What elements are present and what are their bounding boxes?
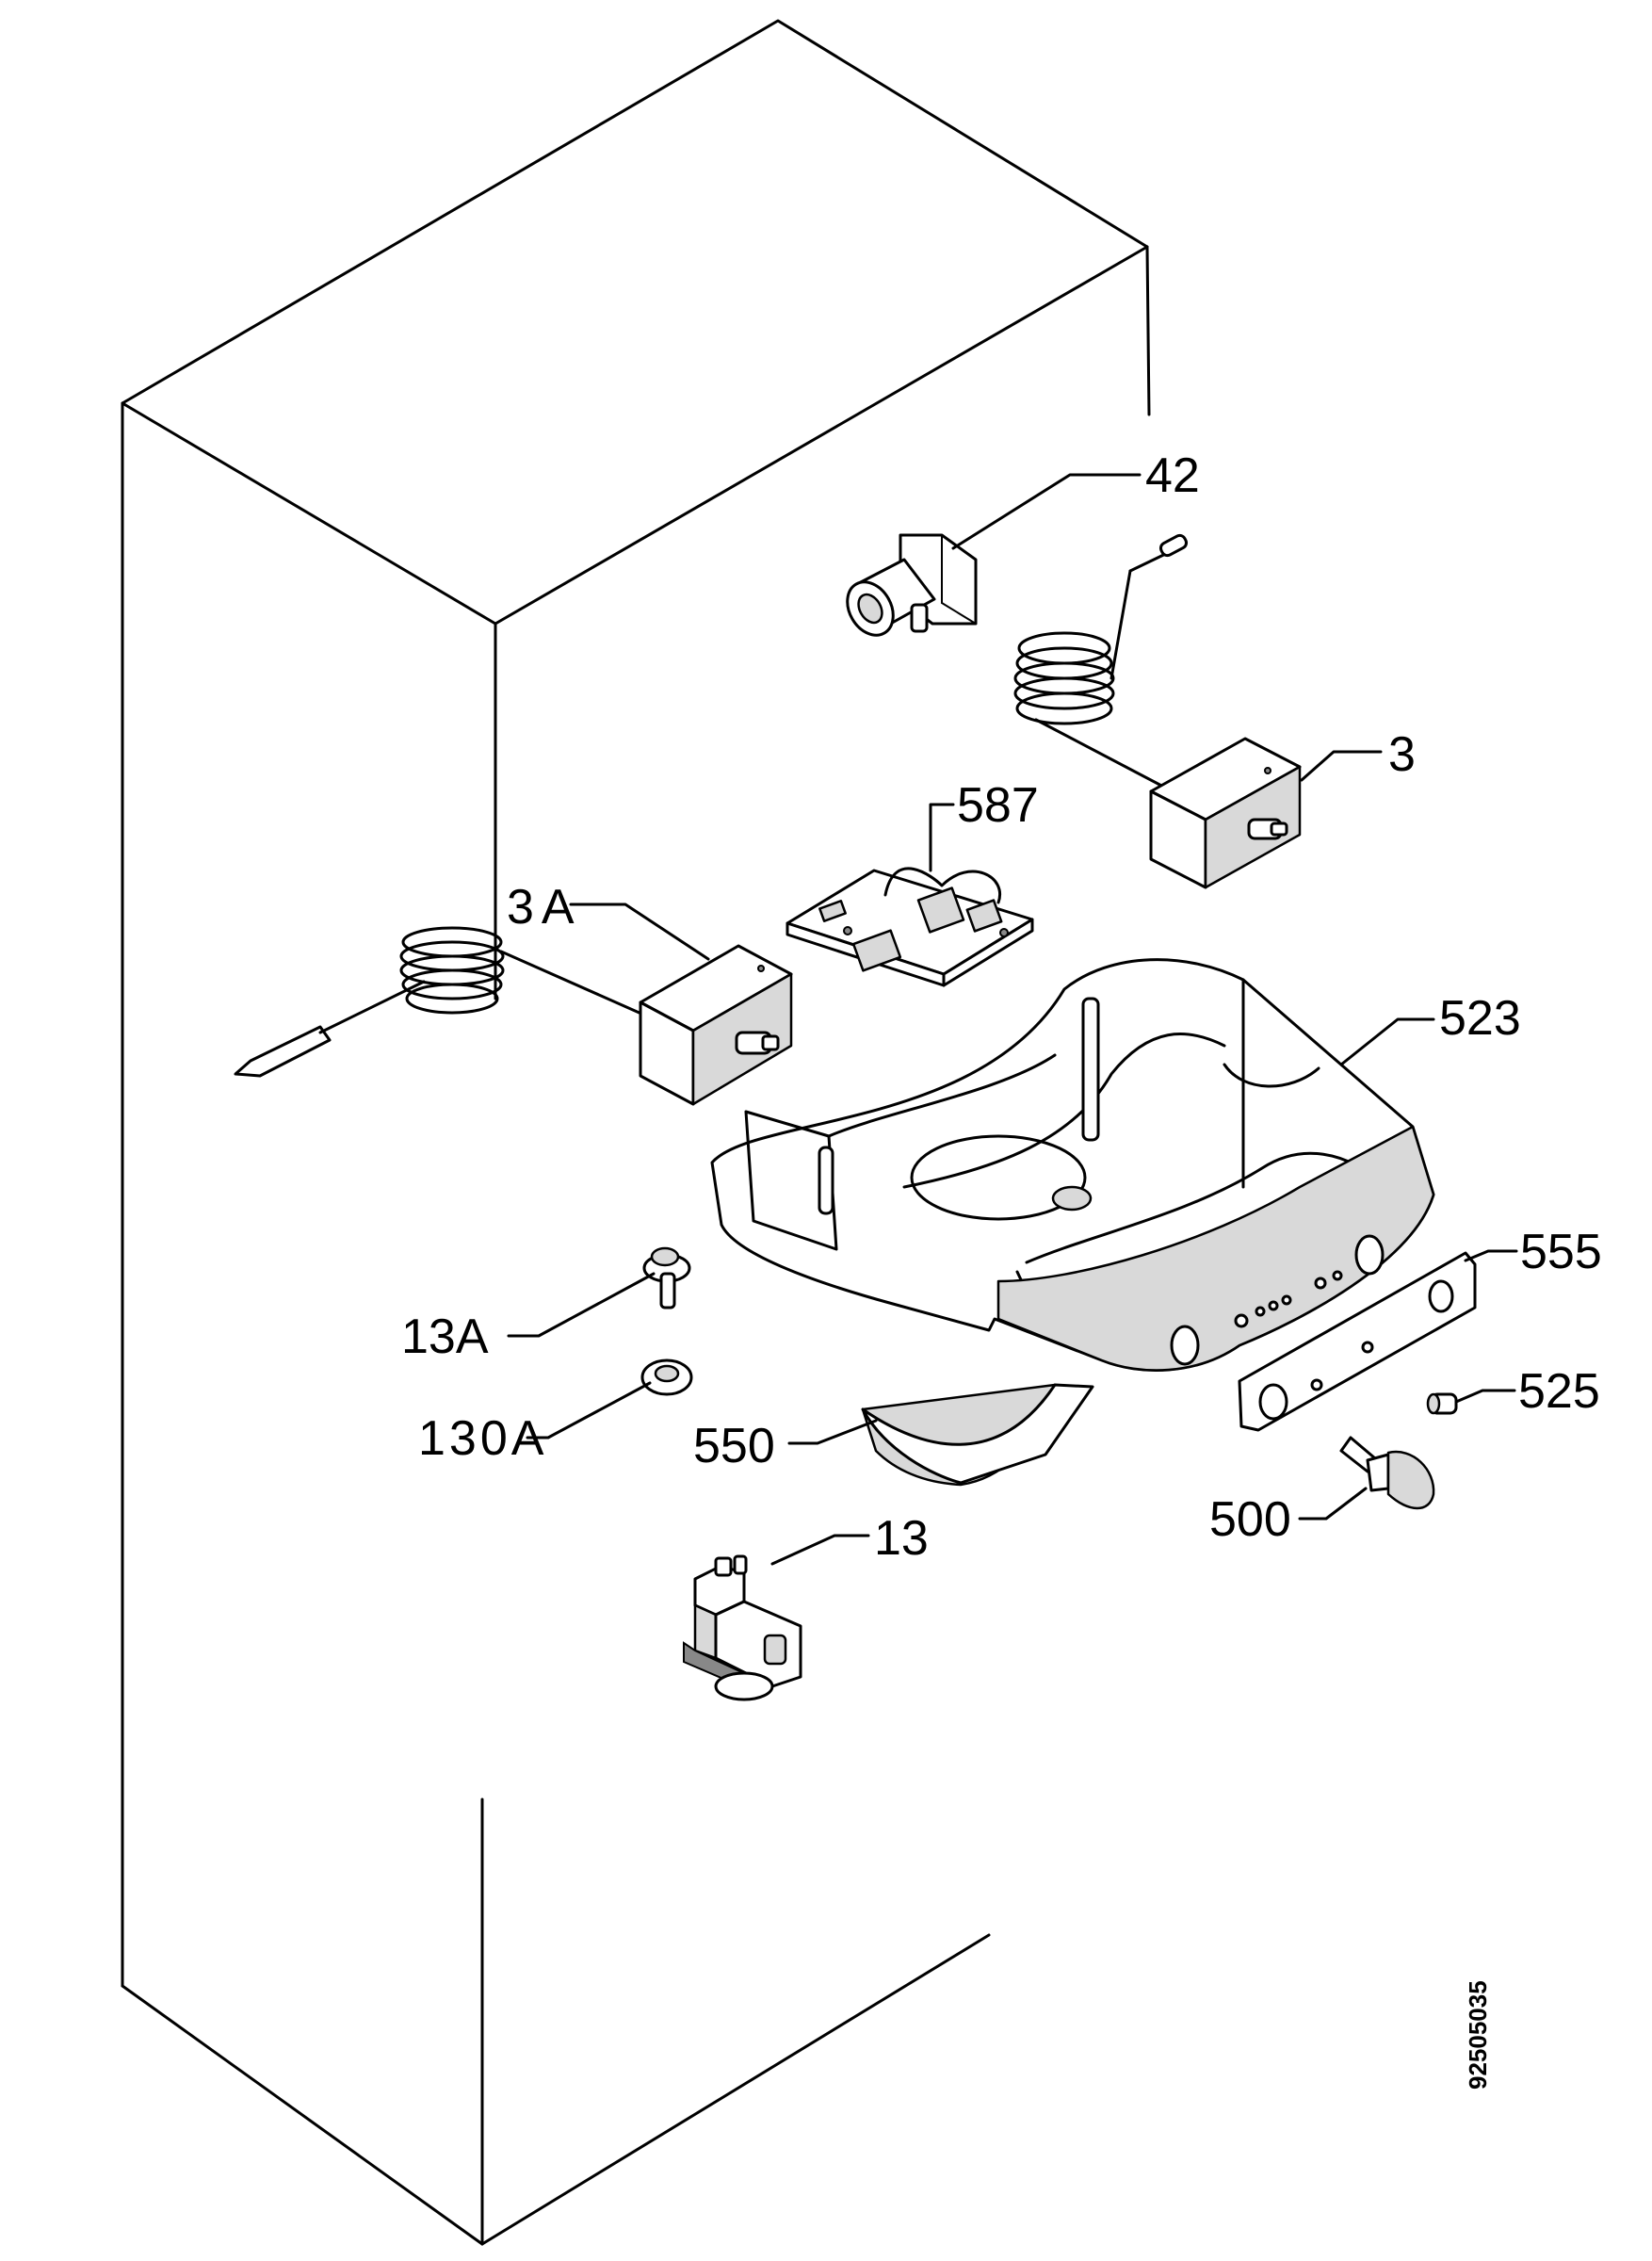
thermostat-3a-part bbox=[234, 926, 793, 1106]
label-130a: 130A bbox=[418, 1411, 547, 1466]
label-523: 523 bbox=[1439, 991, 1521, 1046]
indicator-lamp-part bbox=[1426, 1392, 1458, 1415]
document-number: 92505035 bbox=[1464, 1980, 1492, 2090]
thermostat-part bbox=[1013, 533, 1302, 889]
label-13: 13 bbox=[874, 1511, 929, 1566]
label-13a: 13A bbox=[401, 1309, 489, 1364]
door-switch-part bbox=[683, 1554, 802, 1701]
lamp-holder-part bbox=[846, 533, 978, 637]
label-3a: 3A bbox=[507, 880, 582, 935]
screw-part bbox=[642, 1246, 691, 1309]
label-525: 525 bbox=[1518, 1364, 1600, 1419]
label-555: 555 bbox=[1520, 1225, 1602, 1279]
label-42: 42 bbox=[1145, 448, 1200, 503]
label-587: 587 bbox=[957, 778, 1039, 833]
fascia-strip-part bbox=[1238, 1251, 1477, 1432]
label-500: 500 bbox=[1209, 1492, 1291, 1547]
circuit-board-part bbox=[786, 867, 1034, 987]
label-550: 550 bbox=[693, 1419, 775, 1473]
lamp-cover-part bbox=[861, 1383, 1094, 1487]
control-housing-part bbox=[710, 958, 1435, 1372]
cabinet-outline bbox=[121, 19, 1151, 2246]
washer-part bbox=[640, 1358, 693, 1396]
light-bulb-part bbox=[1339, 1436, 1435, 1510]
part-labels: 42 3 587 3A 523 555 13A 525 130A 550 500… bbox=[401, 448, 1602, 1566]
label-3: 3 bbox=[1388, 727, 1416, 782]
leader-lines bbox=[507, 473, 1518, 1566]
